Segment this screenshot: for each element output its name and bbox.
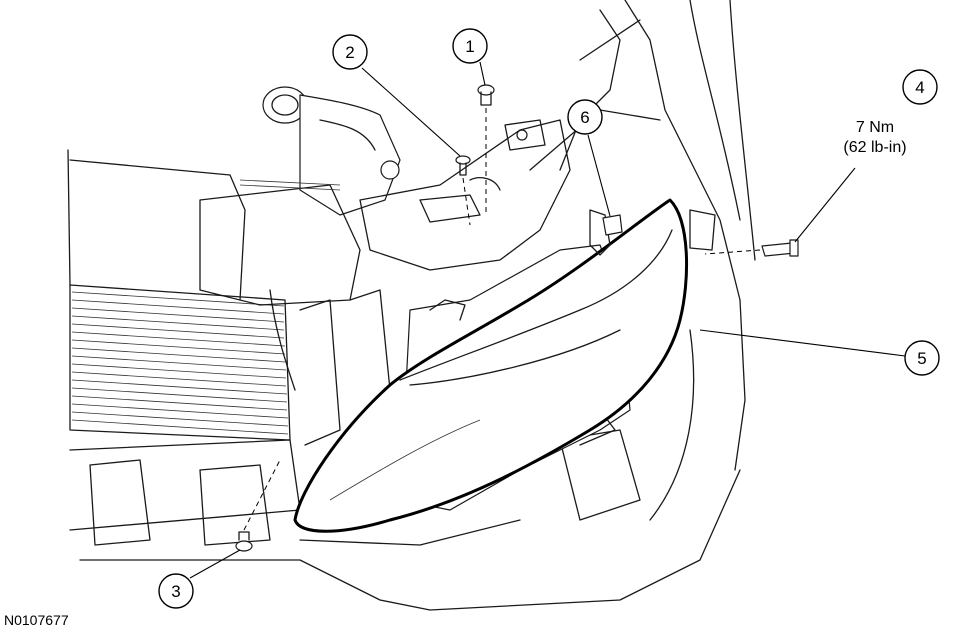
callout-1: 1 xyxy=(452,28,488,64)
callout-3-number: 3 xyxy=(171,582,180,601)
callout-5-number: 5 xyxy=(917,349,926,368)
bolt-3 xyxy=(235,531,253,552)
air-intake xyxy=(199,86,401,306)
callout-4-number: 4 xyxy=(915,78,924,97)
bolt-1 xyxy=(477,84,495,106)
bolt-4 xyxy=(761,239,799,257)
leader-3 xyxy=(189,549,241,579)
install-line-2 xyxy=(462,177,471,226)
headlamp-assembly xyxy=(293,198,716,533)
fender xyxy=(529,0,756,301)
install-line-3 xyxy=(243,459,281,531)
bolt-2 xyxy=(455,155,471,176)
torque-spec-metric: 7 Nm xyxy=(855,119,895,136)
callout-5: 5 xyxy=(904,340,940,376)
leader-2 xyxy=(361,67,461,157)
torque-spec-imperial: (62 lb-in) xyxy=(843,139,907,156)
install-line-4 xyxy=(704,249,761,255)
leader-4 xyxy=(794,167,856,243)
callout-2-number: 2 xyxy=(345,43,354,62)
callout-1-number: 1 xyxy=(465,37,474,56)
bumper-cover xyxy=(69,299,746,611)
leader-5 xyxy=(699,329,906,357)
figure-id: N0107677 xyxy=(4,612,69,628)
leader-6 xyxy=(587,134,611,217)
callout-2: 2 xyxy=(332,34,368,70)
radiator-assembly xyxy=(67,149,291,441)
callout-4: 4 xyxy=(902,69,938,105)
leader-1 xyxy=(479,61,486,86)
connector-6 xyxy=(602,214,623,236)
callout-3: 3 xyxy=(158,573,194,609)
callout-6-number: 6 xyxy=(580,108,589,127)
torque-spec: 7 Nm (62 lb-in) xyxy=(820,118,930,158)
callout-6: 6 xyxy=(567,99,603,135)
